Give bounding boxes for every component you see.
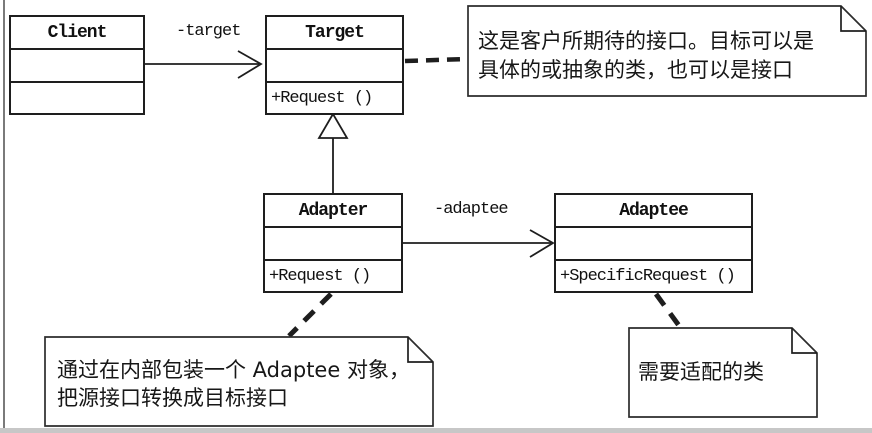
note-fold-icon <box>791 328 817 354</box>
open-arrowhead-icon <box>237 50 263 79</box>
left-edge-border <box>3 0 5 433</box>
note-fold-icon <box>840 6 866 32</box>
note-line: 具体的或抽象的类，也可以是接口 <box>478 58 793 82</box>
note-target-text: 这是客户所期待的接口。目标可以是 具体的或抽象的类，也可以是接口 <box>478 27 814 85</box>
note-shape-adaptee <box>628 327 818 418</box>
note-line: 通过在内部包装一个 Adaptee 对象， <box>57 358 410 382</box>
note-fold-icon <box>407 337 433 363</box>
note-line: 把源接口转换成目标接口 <box>57 386 288 410</box>
note-connector-adapter <box>287 292 333 338</box>
note-line: 这是客户所期待的接口。目标可以是 <box>478 29 814 53</box>
association-label-adaptee: -adaptee <box>434 200 509 219</box>
note-shape-adapter <box>44 336 434 427</box>
class-target: Target +Request () <box>265 15 404 115</box>
open-arrowhead-icon <box>529 229 555 258</box>
note-adapter-text: 通过在内部包装一个 Adaptee 对象， 把源接口转换成目标接口 <box>57 356 410 412</box>
class-attributes-compartment <box>267 50 402 83</box>
note-line: 需要适配的类 <box>638 360 764 384</box>
class-methods-compartment: +Request () <box>271 88 373 108</box>
association-label-target: -target <box>176 22 241 41</box>
note-connector-target <box>404 56 468 64</box>
hollow-triangle-arrowhead-icon <box>317 112 349 139</box>
class-adapter: Adapter +Request () <box>263 193 403 293</box>
class-client: Client <box>9 15 145 115</box>
class-adaptee: Adaptee +SpecificRequest () <box>554 193 753 293</box>
class-name: Client <box>11 17 143 50</box>
class-attributes-compartment <box>11 50 143 83</box>
class-methods-compartment: +Request () <box>269 266 371 286</box>
class-attributes-compartment <box>556 228 751 261</box>
bottom-edge-strip <box>0 428 872 433</box>
class-methods-compartment: +SpecificRequest () <box>560 266 736 286</box>
class-name: Target <box>267 17 402 50</box>
note-connector-adaptee <box>653 292 683 329</box>
class-name: Adaptee <box>556 195 751 228</box>
class-methods-compartment <box>11 83 143 113</box>
note-adaptee-text: 需要适配的类 <box>638 358 764 386</box>
note-shape-target <box>467 5 867 97</box>
class-attributes-compartment <box>265 228 401 261</box>
class-name: Adapter <box>265 195 401 228</box>
